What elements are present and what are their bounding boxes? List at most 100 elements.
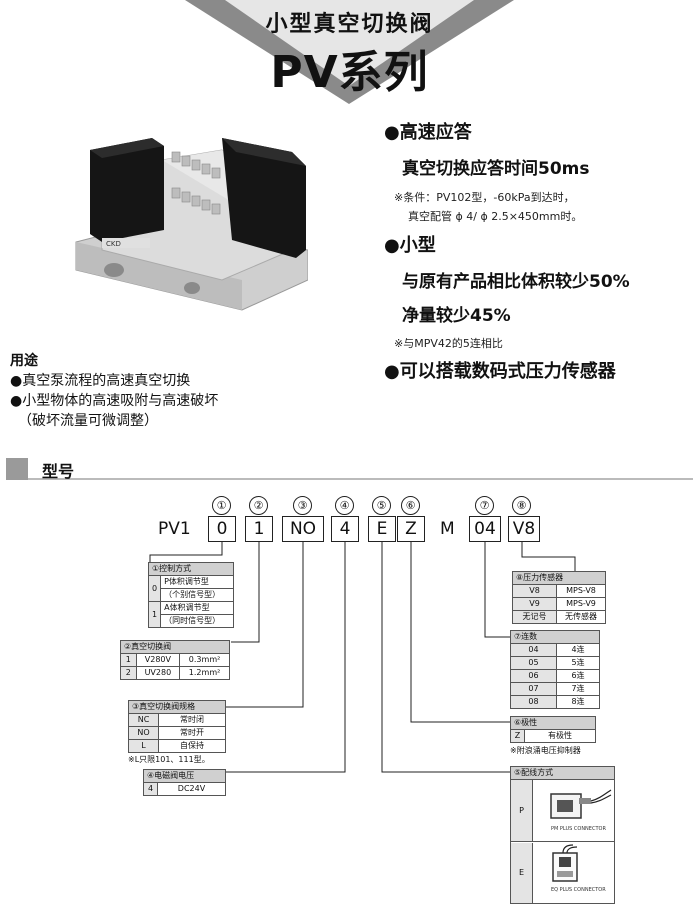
table-row-desc: 常时闭 [158, 713, 226, 727]
table-wiring-title: ⑤配线方式 [511, 767, 614, 780]
code-number-6: ⑥ [401, 496, 420, 515]
table-row-code: 05 [510, 656, 557, 670]
header-banner [185, 0, 514, 104]
product-image: CKD [75, 138, 308, 311]
table-row-code: 1 [120, 653, 137, 667]
table-row-desc: 无传感器 [556, 610, 606, 624]
section-title: 型号 [42, 462, 75, 481]
code-segment-spec: NO [282, 516, 324, 542]
section-marker [6, 458, 28, 480]
table-row-desc: 有极性 [524, 729, 596, 743]
table-row-desc: 6连 [556, 669, 600, 683]
table-row-desc: 常时开 [158, 726, 226, 740]
table-polarity-footnote: ※附浪涌电压抑制器 [510, 746, 581, 755]
feature-compact: ●小型 [384, 235, 436, 256]
table-stations-title: ⑦连数 [510, 630, 600, 644]
table-row-size: 0.3mm² [179, 653, 230, 667]
code-segment-polarity: Z [397, 516, 425, 542]
table-row-desc: DC24V [157, 782, 226, 796]
table-row-code: Z [510, 729, 525, 743]
table-row-desc: 7连 [556, 682, 600, 696]
table-row-code: 无记号 [512, 610, 557, 624]
usage-heading: 用途 [10, 353, 38, 369]
table-row-code: L [128, 739, 159, 753]
table-row-code: 0 [147, 575, 162, 602]
code-segment-stations: 04 [469, 516, 501, 542]
header-title: PV系列 [270, 47, 429, 98]
feature-volume: 与原有产品相比体积较少50% [402, 272, 630, 292]
table-spec-footnote: ※L只限101、111型。 [128, 755, 210, 764]
feature-sensor: ●可以搭载数码式压力传感器 [384, 361, 616, 382]
table-row-code: 4 [143, 782, 158, 796]
table-row-code: NO [128, 726, 159, 740]
table-row-code: P [511, 780, 533, 842]
table-row-desc: MPS-V8 [556, 584, 606, 598]
table-row-desc: 5连 [556, 656, 600, 670]
table-row-code: 06 [510, 669, 557, 683]
table-row-code: 07 [510, 682, 557, 696]
table-row-desc: 4连 [556, 643, 600, 657]
feature-weight: 净量较少45% [402, 306, 511, 326]
code-segment-valve: 1 [245, 516, 273, 542]
table-row-desc: A体积调节型 [160, 601, 234, 615]
table-row-code: 2 [120, 666, 137, 680]
table-row-desc: 8连 [556, 695, 600, 709]
connector-p-image: PM PLUS CONNECTOR [533, 780, 614, 842]
table-polarity-title: ⑥极性 [510, 716, 596, 730]
table-spec-title: ③真空切换阀规格 [128, 700, 226, 714]
table-row-desc: MPS-V9 [556, 597, 606, 611]
table-row-code: 1 [147, 601, 162, 628]
table-row-code: 08 [510, 695, 557, 709]
table-sensor-title: ⑧压力传感器 [512, 571, 606, 585]
product-brand-label: CKD [106, 240, 121, 248]
table-row-desc: 自保持 [158, 739, 226, 753]
usage-item-1: ●真空泵流程的高速真空切换 [10, 373, 191, 389]
header-subtitle: 小型真空切换阀 [265, 12, 434, 37]
table-row-size: 1.2mm² [179, 666, 230, 680]
table-row-code: 04 [510, 643, 557, 657]
code-number-2: ② [249, 496, 268, 515]
code-number-3: ③ [293, 496, 312, 515]
code-segment-control: 0 [208, 516, 236, 542]
feature-note-piping: 真空配管 ϕ 4/ ϕ 2.5×450mm时。 [408, 210, 583, 223]
code-prefix: PV1 [158, 519, 191, 539]
table-row-desc: （个别信号型） [160, 588, 234, 602]
connector-e-image: EQ PLUS CONNECTOR [533, 843, 614, 903]
usage-item-3: （破坏流量可微调整） [18, 413, 158, 429]
table-row-code: E [511, 843, 533, 903]
table-row-code: NC [128, 713, 159, 727]
table-row-model: UV280 [135, 666, 181, 680]
code-number-8: ⑧ [512, 496, 531, 515]
code-fixed-m: M [440, 519, 455, 539]
table-row-code: V8 [512, 584, 557, 598]
feature-fast-response: ●高速应答 [384, 122, 472, 143]
table-voltage-title: ④电磁阀电压 [143, 769, 226, 783]
table-row-desc: （同时信号型） [160, 614, 234, 628]
code-segment-voltage: 4 [331, 516, 359, 542]
table-row-code: V9 [512, 597, 557, 611]
feature-note-condition: ※条件：PV102型，-60kPa到达时， [394, 191, 575, 204]
code-segment-sensor: V8 [508, 516, 540, 542]
code-number-4: ④ [335, 496, 354, 515]
code-number-5: ⑤ [372, 496, 391, 515]
table-wiring: ⑤配线方式 P PM PLUS CONNECTOR E EQ PLUS CONN… [510, 766, 615, 904]
feature-note-compare: ※与MPV42的5连相比 [394, 337, 503, 350]
section-divider [28, 478, 693, 480]
usage-item-2: ●小型物体的高速吸附与高速破坏 [10, 393, 219, 409]
code-segment-wiring: E [368, 516, 396, 542]
table-control-title: ①控制方式 [148, 562, 234, 576]
feature-response-time: 真空切换应答时间50ms [402, 159, 590, 179]
code-number-7: ⑦ [475, 496, 494, 515]
table-row-desc: P体积调节型 [160, 575, 234, 589]
code-number-1: ① [212, 496, 231, 515]
table-row-model: V280V [135, 653, 181, 667]
table-valve-title: ②真空切换阀 [120, 640, 230, 654]
